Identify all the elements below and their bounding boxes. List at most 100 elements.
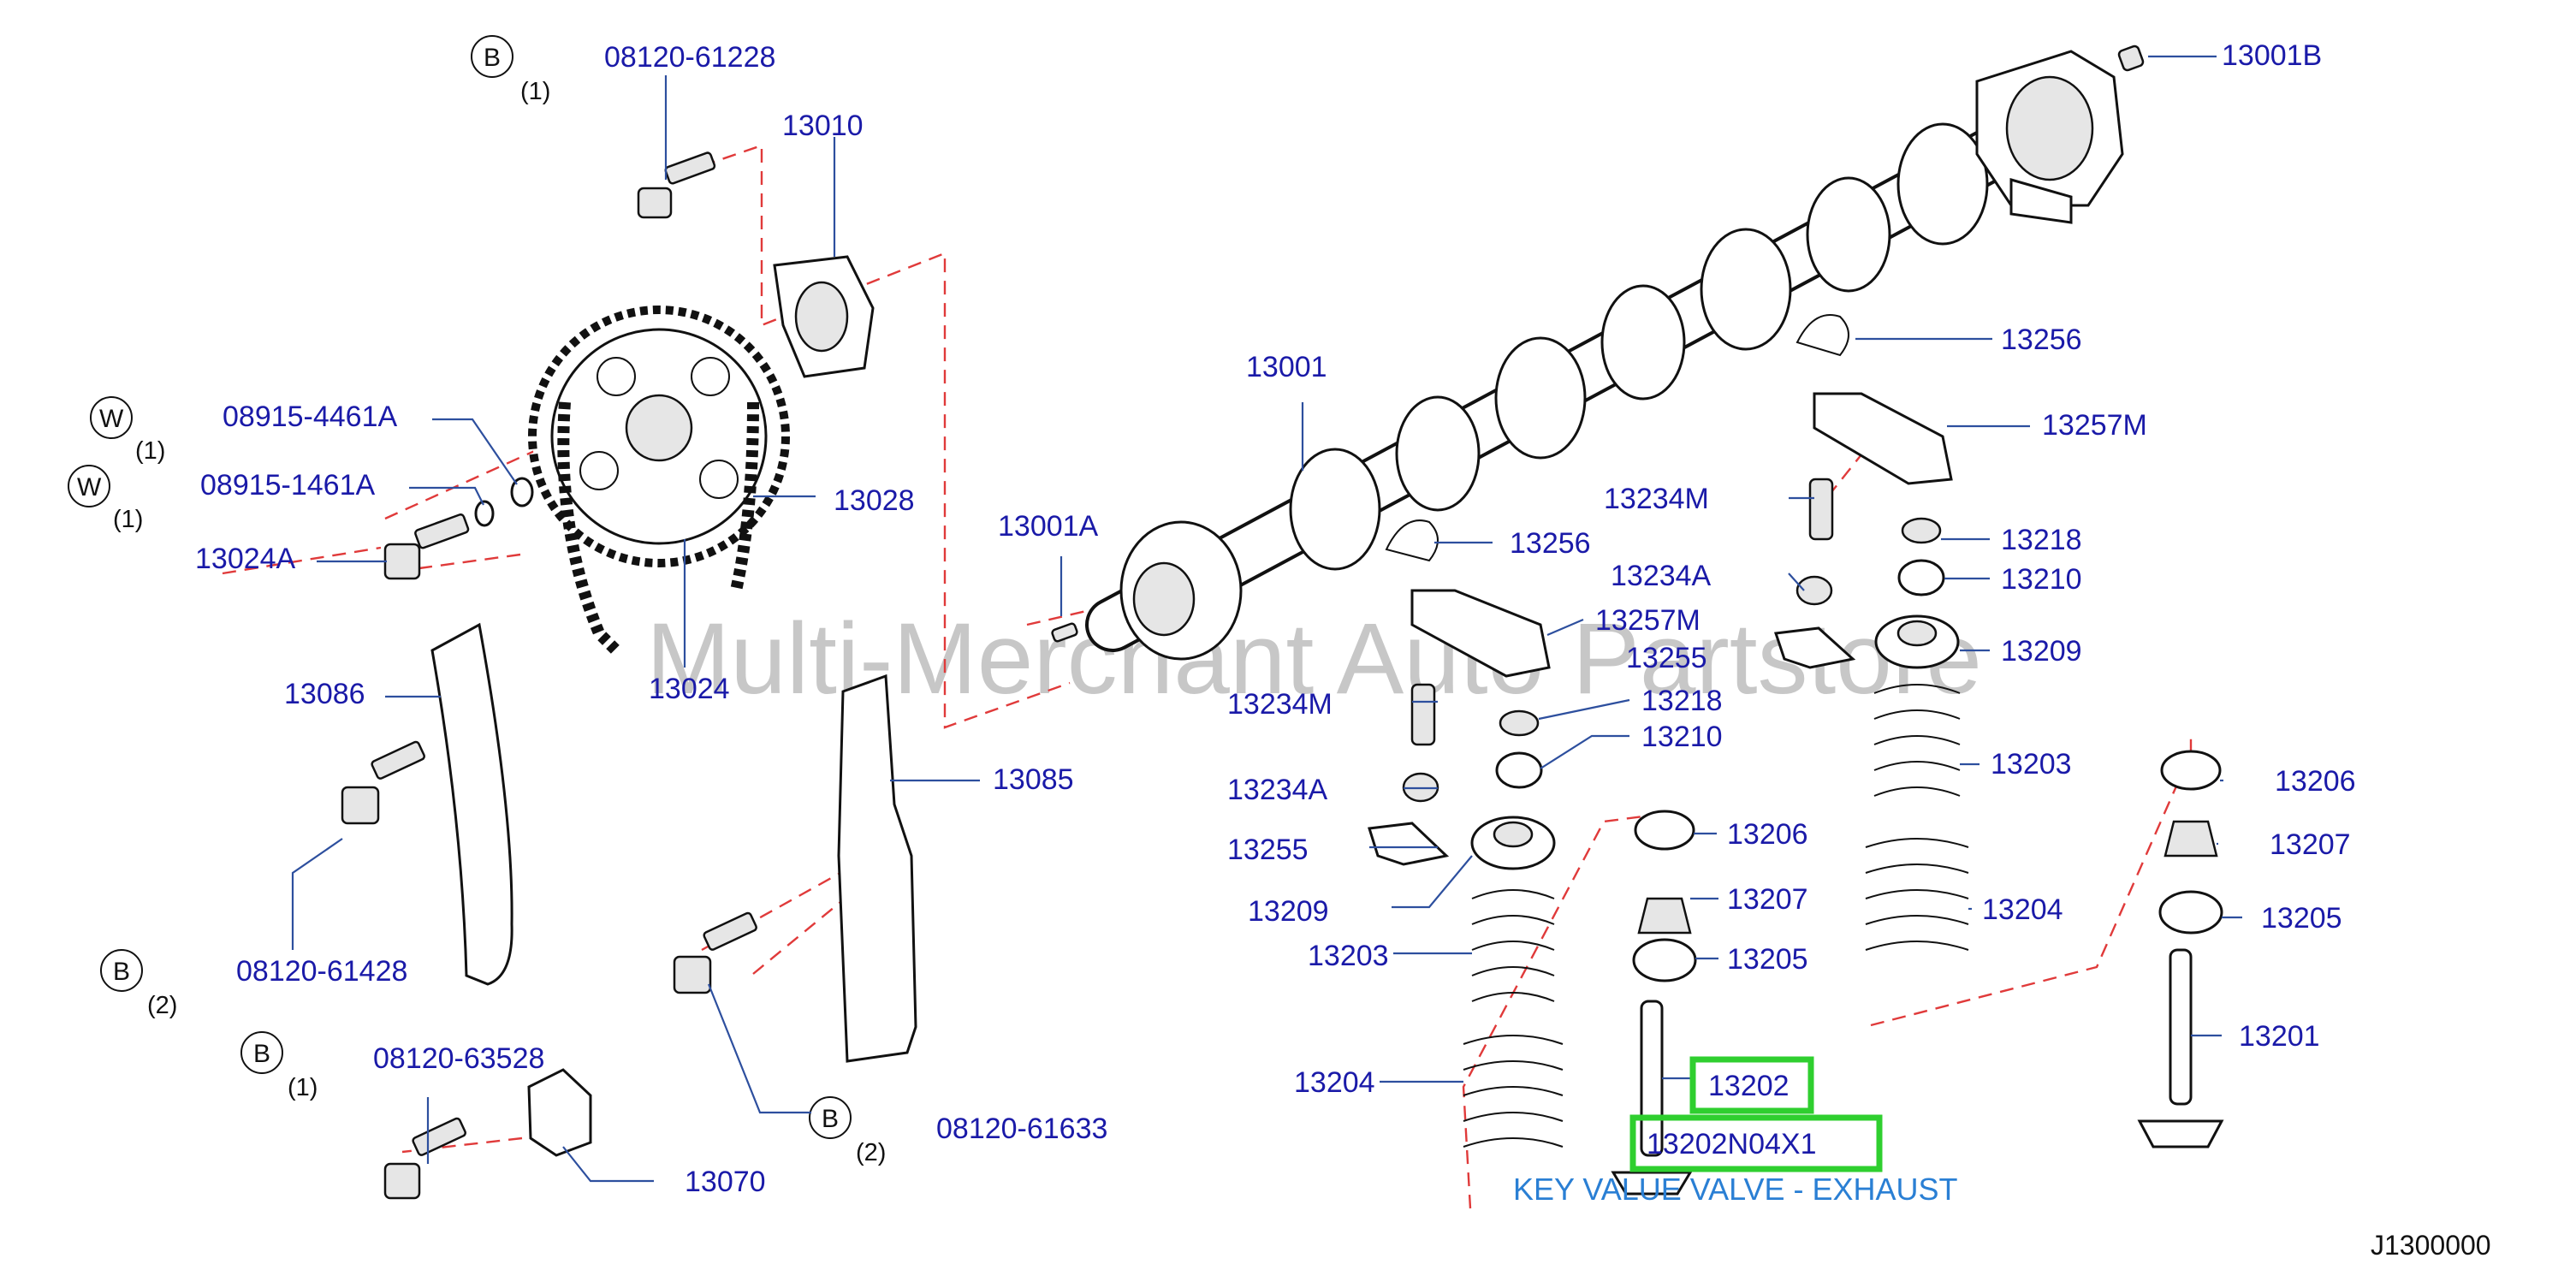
- washer-08915-1461a[interactable]: [474, 500, 495, 527]
- label-13210-b[interactable]: 13210: [2001, 563, 2082, 596]
- seal-13207-a[interactable]: [1637, 897, 1692, 935]
- label-13202[interactable]: 13202: [1708, 1070, 1790, 1102]
- symbol-b-2-text: B: [113, 958, 130, 986]
- label-13207-a[interactable]: 13207: [1727, 883, 1808, 916]
- pad-13255-a[interactable]: [1368, 822, 1450, 866]
- seat-13209-a[interactable]: [1470, 816, 1556, 870]
- keeper-13218-b[interactable]: [1901, 517, 1942, 544]
- adjuster-13234m-a[interactable]: [1410, 683, 1436, 746]
- label-13255-a[interactable]: 13255: [1227, 834, 1309, 866]
- symbol-w-2: W (1): [68, 465, 143, 533]
- clip-13256-a[interactable]: [1385, 519, 1439, 562]
- label-13207-b[interactable]: 13207: [2270, 828, 2351, 861]
- cam-sprocket[interactable]: [528, 306, 790, 567]
- spring-13204-b[interactable]: [1865, 838, 1969, 951]
- label-08915-4461a[interactable]: 08915-4461A: [223, 401, 398, 433]
- highlight-13202n04x1: [1629, 1114, 1883, 1172]
- valve-13202[interactable]: [1611, 1000, 1693, 1196]
- valve-13201[interactable]: [2137, 948, 2224, 1148]
- adjuster-13234m-b[interactable]: [1808, 478, 1834, 541]
- rocker-arm-13257m-b[interactable]: [1813, 392, 1953, 485]
- washer-13205-a[interactable]: [1632, 938, 1697, 982]
- label-13206-b[interactable]: 13206: [2275, 765, 2356, 798]
- label-13256-b[interactable]: 13256: [2001, 323, 2082, 356]
- label-13204-a[interactable]: 13204: [1294, 1066, 1375, 1099]
- leader-lines: [291, 55, 2242, 1183]
- bolt-08120-61633[interactable]: [673, 911, 757, 994]
- symbol-b-4: B (2): [809, 1096, 886, 1166]
- label-08120-61428[interactable]: 08120-61428: [236, 955, 407, 988]
- qty-b-4: (2): [856, 1139, 886, 1166]
- label-13202n04x1[interactable]: 13202N04X1: [1647, 1128, 1817, 1160]
- washer-13205-b[interactable]: [2158, 890, 2223, 935]
- tensioner-13070[interactable]: [527, 1068, 592, 1157]
- label-08120-63528[interactable]: 08120-63528: [373, 1042, 544, 1075]
- label-13210-a[interactable]: 13210: [1641, 721, 1723, 753]
- qty-b-3: (1): [288, 1074, 318, 1101]
- label-13024[interactable]: 13024: [649, 673, 730, 705]
- chain-guide-13010[interactable]: [773, 255, 875, 378]
- label-13234m-a[interactable]: 13234M: [1227, 688, 1333, 721]
- label-13256-a[interactable]: 13256: [1510, 527, 1591, 560]
- spring-13203-a[interactable]: [1471, 889, 1555, 1002]
- tension-guide-13085[interactable]: [837, 674, 917, 1063]
- label-13070[interactable]: 13070: [685, 1166, 766, 1198]
- spring-13204-a[interactable]: [1463, 1035, 1564, 1148]
- label-13257m-a[interactable]: 13257M: [1595, 604, 1701, 637]
- bolt-13024a[interactable]: [383, 513, 470, 580]
- keeper-13218-a[interactable]: [1499, 709, 1540, 737]
- key-note: KEY VALUE VALVE - EXHAUST: [1513, 1172, 1958, 1207]
- label-13010[interactable]: 13010: [782, 110, 864, 142]
- seal-13207-b[interactable]: [2163, 820, 2218, 858]
- label-13203-b[interactable]: 13203: [1991, 748, 2072, 780]
- qty-w-1: (1): [135, 437, 165, 465]
- label-13218-b[interactable]: 13218: [2001, 524, 2082, 556]
- label-13234a-b[interactable]: 13234A: [1611, 560, 1712, 592]
- plug-13001b[interactable]: [2117, 45, 2145, 72]
- label-13206-a[interactable]: 13206: [1727, 818, 1808, 851]
- seat-13206-a[interactable]: [1634, 810, 1695, 851]
- bolt-08120-63528[interactable]: [383, 1117, 466, 1200]
- label-08120-61633[interactable]: 08120-61633: [936, 1113, 1107, 1145]
- retainer-13210-b[interactable]: [1897, 559, 1945, 596]
- label-13001[interactable]: 13001: [1246, 351, 1327, 383]
- slack-guide-13086[interactable]: [430, 622, 513, 986]
- nut-13234a-b[interactable]: [1795, 575, 1833, 606]
- retainer-13210-a[interactable]: [1495, 751, 1543, 789]
- label-13086[interactable]: 13086: [284, 678, 365, 710]
- washer-08915-4461a[interactable]: [510, 477, 534, 507]
- label-13205-a[interactable]: 13205: [1727, 943, 1808, 976]
- qty-b-2: (2): [147, 992, 177, 1019]
- label-13218-a[interactable]: 13218: [1641, 685, 1723, 717]
- spring-13203-b[interactable]: [1873, 684, 1961, 797]
- label-13255-b[interactable]: 13255: [1626, 642, 1707, 674]
- label-13234m-b[interactable]: 13234M: [1604, 483, 1709, 515]
- rocker-arm-13257m-a[interactable]: [1410, 589, 1551, 678]
- label-13024a[interactable]: 13024A: [195, 543, 296, 575]
- pin-13001a[interactable]: [1051, 622, 1078, 643]
- label-08915-1461a[interactable]: 08915-1461A: [200, 469, 376, 501]
- label-13201[interactable]: 13201: [2239, 1020, 2320, 1053]
- label-08120-61228[interactable]: 08120-61228: [604, 41, 775, 74]
- timing-chain[interactable]: [557, 401, 759, 655]
- label-13001b[interactable]: 13001B: [2222, 39, 2322, 72]
- label-13234a-a[interactable]: 13234A: [1227, 774, 1328, 806]
- bolt-08120-61228[interactable]: [637, 151, 716, 219]
- camshaft[interactable]: [1085, 50, 2124, 661]
- symbol-w-1-text: W: [99, 405, 124, 433]
- label-13209-a[interactable]: 13209: [1248, 895, 1329, 928]
- label-13085[interactable]: 13085: [993, 763, 1074, 796]
- pad-13255-b[interactable]: [1773, 626, 1856, 669]
- label-13028[interactable]: 13028: [834, 484, 915, 517]
- label-13204-b[interactable]: 13204: [1982, 893, 2063, 926]
- bolt-08120-61428[interactable]: [341, 740, 425, 825]
- label-13205-b[interactable]: 13205: [2261, 902, 2342, 935]
- clip-13256-b[interactable]: [1795, 314, 1849, 357]
- seat-13206-b[interactable]: [2160, 750, 2222, 791]
- label-13209-b[interactable]: 13209: [2001, 635, 2082, 668]
- label-13001a[interactable]: 13001A: [998, 510, 1099, 543]
- label-13257m-b[interactable]: 13257M: [2042, 409, 2147, 442]
- label-13203-a[interactable]: 13203: [1308, 940, 1389, 972]
- seat-13209-b[interactable]: [1874, 614, 1960, 669]
- qty-b-1: (1): [520, 78, 550, 105]
